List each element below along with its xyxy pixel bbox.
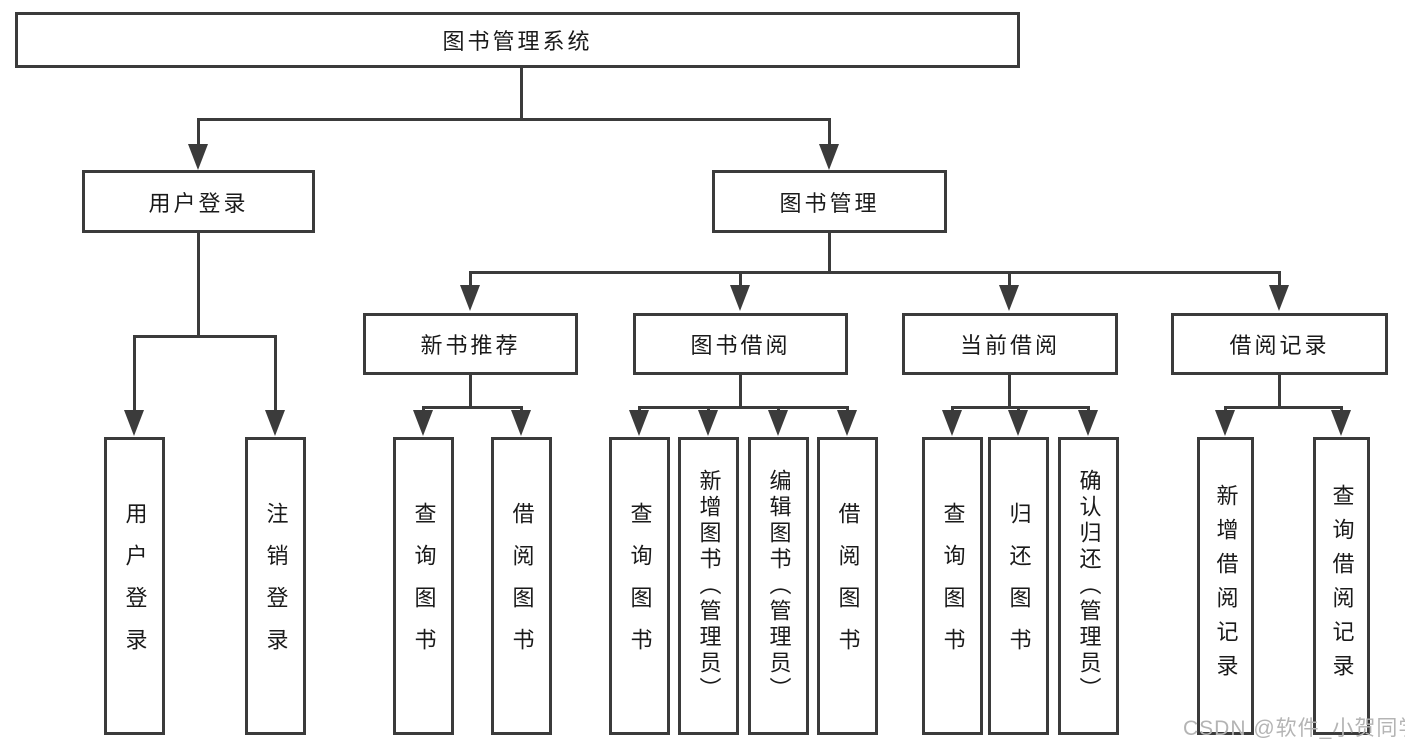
node-borrowing-edit-books-admin: 编辑图书（管理员） (748, 437, 809, 735)
connector-line (739, 271, 742, 287)
node-label: 查询借阅记录 (1329, 484, 1355, 688)
node-label: 查询图书 (940, 502, 966, 670)
arrow-down-icon (698, 410, 718, 436)
node-records-add-borrow-record: 新增借阅记录 (1197, 437, 1254, 735)
arrow-down-icon (1269, 285, 1289, 311)
arrow-down-icon (1215, 410, 1235, 436)
connector-line (133, 335, 136, 412)
connector-line (197, 118, 200, 148)
connector-line (1008, 375, 1011, 406)
connector-line (1224, 406, 1343, 409)
node-label: 确认归还（管理员） (1076, 469, 1102, 703)
arrow-down-icon (730, 285, 750, 311)
node-current-query-books: 查询图书 (922, 437, 983, 735)
node-label: 新增图书（管理员） (696, 469, 722, 703)
connector-line (197, 233, 200, 335)
node-library-system: 图书管理系统 (15, 12, 1020, 68)
arrow-down-icon (511, 410, 531, 436)
node-logout-leaf: 注销登录 (245, 437, 306, 735)
arrow-down-icon (188, 144, 208, 170)
node-label: 编辑图书（管理员） (766, 469, 792, 703)
node-user-login: 用户登录 (82, 170, 315, 233)
connector-line (951, 406, 1090, 409)
arrow-down-icon (999, 285, 1019, 311)
node-label: 借阅图书 (835, 502, 861, 670)
connector-line (520, 68, 523, 118)
arrow-down-icon (768, 410, 788, 436)
arrow-down-icon (1078, 410, 1098, 436)
node-label: 用户登录 (122, 502, 148, 670)
csdn-watermark: CSDN @软件_小贺同学 (1183, 717, 1405, 740)
node-borrowing-borrow-books: 借阅图书 (817, 437, 878, 735)
connector-line (638, 406, 849, 409)
node-borrowing-add-books-admin: 新增图书（管理员） (678, 437, 739, 735)
connector-line (197, 118, 831, 121)
arrow-down-icon (837, 410, 857, 436)
node-label: 新增借阅记录 (1213, 484, 1239, 688)
node-current-confirm-return-admin: 确认归还（管理员） (1058, 437, 1119, 735)
arrow-down-icon (819, 144, 839, 170)
connector-line (739, 375, 742, 406)
node-user-login-leaf: 用户登录 (104, 437, 165, 735)
node-recommend-query-books: 查询图书 (393, 437, 454, 735)
connector-line (1278, 271, 1281, 287)
node-borrowing-query-books: 查询图书 (609, 437, 670, 735)
connector-line (469, 375, 472, 406)
connector-line (133, 335, 277, 338)
node-recommend-borrow-books: 借阅图书 (491, 437, 552, 735)
arrow-down-icon (1331, 410, 1351, 436)
connector-line (828, 118, 831, 148)
arrow-down-icon (1008, 410, 1028, 436)
arrow-down-icon (460, 285, 480, 311)
node-label: 归还图书 (1006, 502, 1032, 670)
node-new-book-recommend: 新书推荐 (363, 313, 578, 375)
node-records-query-borrow-record: 查询借阅记录 (1313, 437, 1370, 735)
arrow-down-icon (265, 410, 285, 436)
node-label: 查询图书 (411, 502, 437, 670)
arrow-down-icon (629, 410, 649, 436)
connector-line (469, 271, 472, 287)
node-borrowing-records: 借阅记录 (1171, 313, 1388, 375)
node-current-borrowing: 当前借阅 (902, 313, 1118, 375)
connector-line (469, 271, 1281, 274)
connector-line (422, 406, 523, 409)
connector-line (1008, 271, 1011, 287)
arrow-down-icon (942, 410, 962, 436)
connector-line (274, 335, 277, 412)
connector-line (1278, 375, 1281, 406)
node-book-management: 图书管理 (712, 170, 947, 233)
node-label: 注销登录 (263, 502, 289, 670)
node-label: 查询图书 (627, 502, 653, 670)
node-label: 借阅图书 (509, 502, 535, 670)
node-current-return-books: 归还图书 (988, 437, 1049, 735)
connector-line (828, 233, 831, 271)
node-book-borrowing: 图书借阅 (633, 313, 848, 375)
arrow-down-icon (413, 410, 433, 436)
arrow-down-icon (124, 410, 144, 436)
